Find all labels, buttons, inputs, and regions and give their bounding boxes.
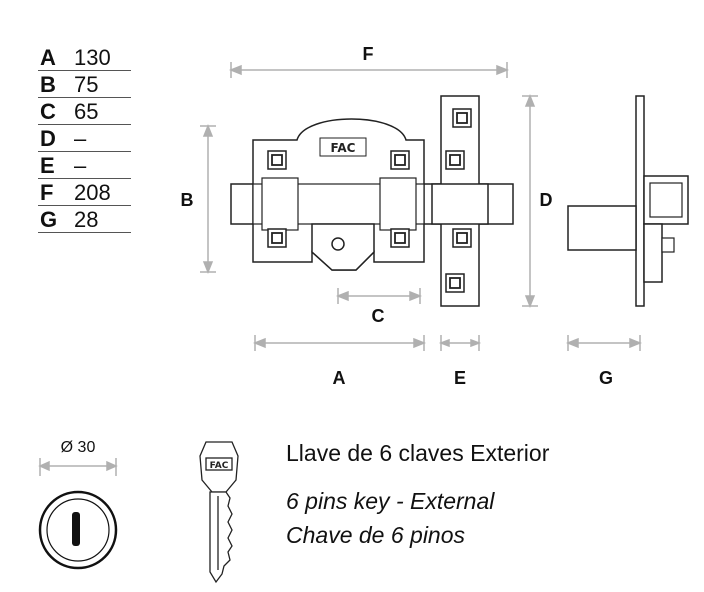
screw [452,228,472,248]
screw [390,228,410,248]
screw [267,150,287,170]
dimension-value: – [74,126,87,151]
lock-side-view [567,95,689,307]
cylinder-diameter-label: Ø 30 [61,439,96,456]
dimension-letter: D [40,126,56,151]
dimension-row-g: G 28 [38,206,131,233]
screw [452,108,472,128]
dimension-label-f: F [363,44,374,64]
description-spanish: Llave de 6 claves Exterior [286,440,550,466]
brand-logo: FAC [331,141,356,155]
brand-logo-frame [319,137,367,157]
dimension-letter: A [40,45,56,70]
key-icon: FAC [199,441,239,584]
dimension-letter: E [40,153,55,178]
dimension-value: 28 [74,207,99,232]
dimension-value: 130 [74,45,111,70]
dimension-label-c: C [372,306,385,326]
keyhole [331,237,345,251]
dimension-value: 65 [74,99,99,124]
bolt-guide-right [379,177,417,231]
dimension-label-b: B [181,190,194,210]
bolt-guide-left [261,177,299,231]
dimension-row-e: E – [38,152,131,179]
dimension-lines [38,62,643,476]
keeper-plate [431,95,489,307]
dimension-value: – [74,153,87,178]
dimension-label-a: A [333,368,346,388]
key-brand: FAC [210,461,229,471]
dimension-row-d: D – [38,125,131,152]
dimension-row-b: B 75 [38,71,131,98]
dimension-row-c: C 65 [38,98,131,125]
lock-front-view: FAC [230,118,514,271]
dimension-value: 75 [74,72,99,97]
dimension-row-a: A 130 [38,44,131,71]
screw [390,150,410,170]
cylinder-icon [38,490,118,570]
dimension-row-f: F 208 [38,179,131,206]
dimension-label-d: D [540,190,553,210]
description-english: 6 pins key - External [286,488,495,514]
dimension-letter: B [40,72,56,97]
dimension-label-e: E [454,368,466,388]
dimension-label-g: G [599,368,613,388]
description-portuguese: Chave de 6 pinos [286,522,466,548]
dimension-letter: C [40,99,56,124]
dimension-value: 208 [74,180,111,205]
dimension-letter: F [40,180,54,205]
dimension-letter: G [40,207,58,232]
screw [445,273,465,293]
screw [267,228,287,248]
screw [445,150,465,170]
dimension-table: A 130 B 75 C 65 D – E – F 208 G 28 [38,44,131,233]
